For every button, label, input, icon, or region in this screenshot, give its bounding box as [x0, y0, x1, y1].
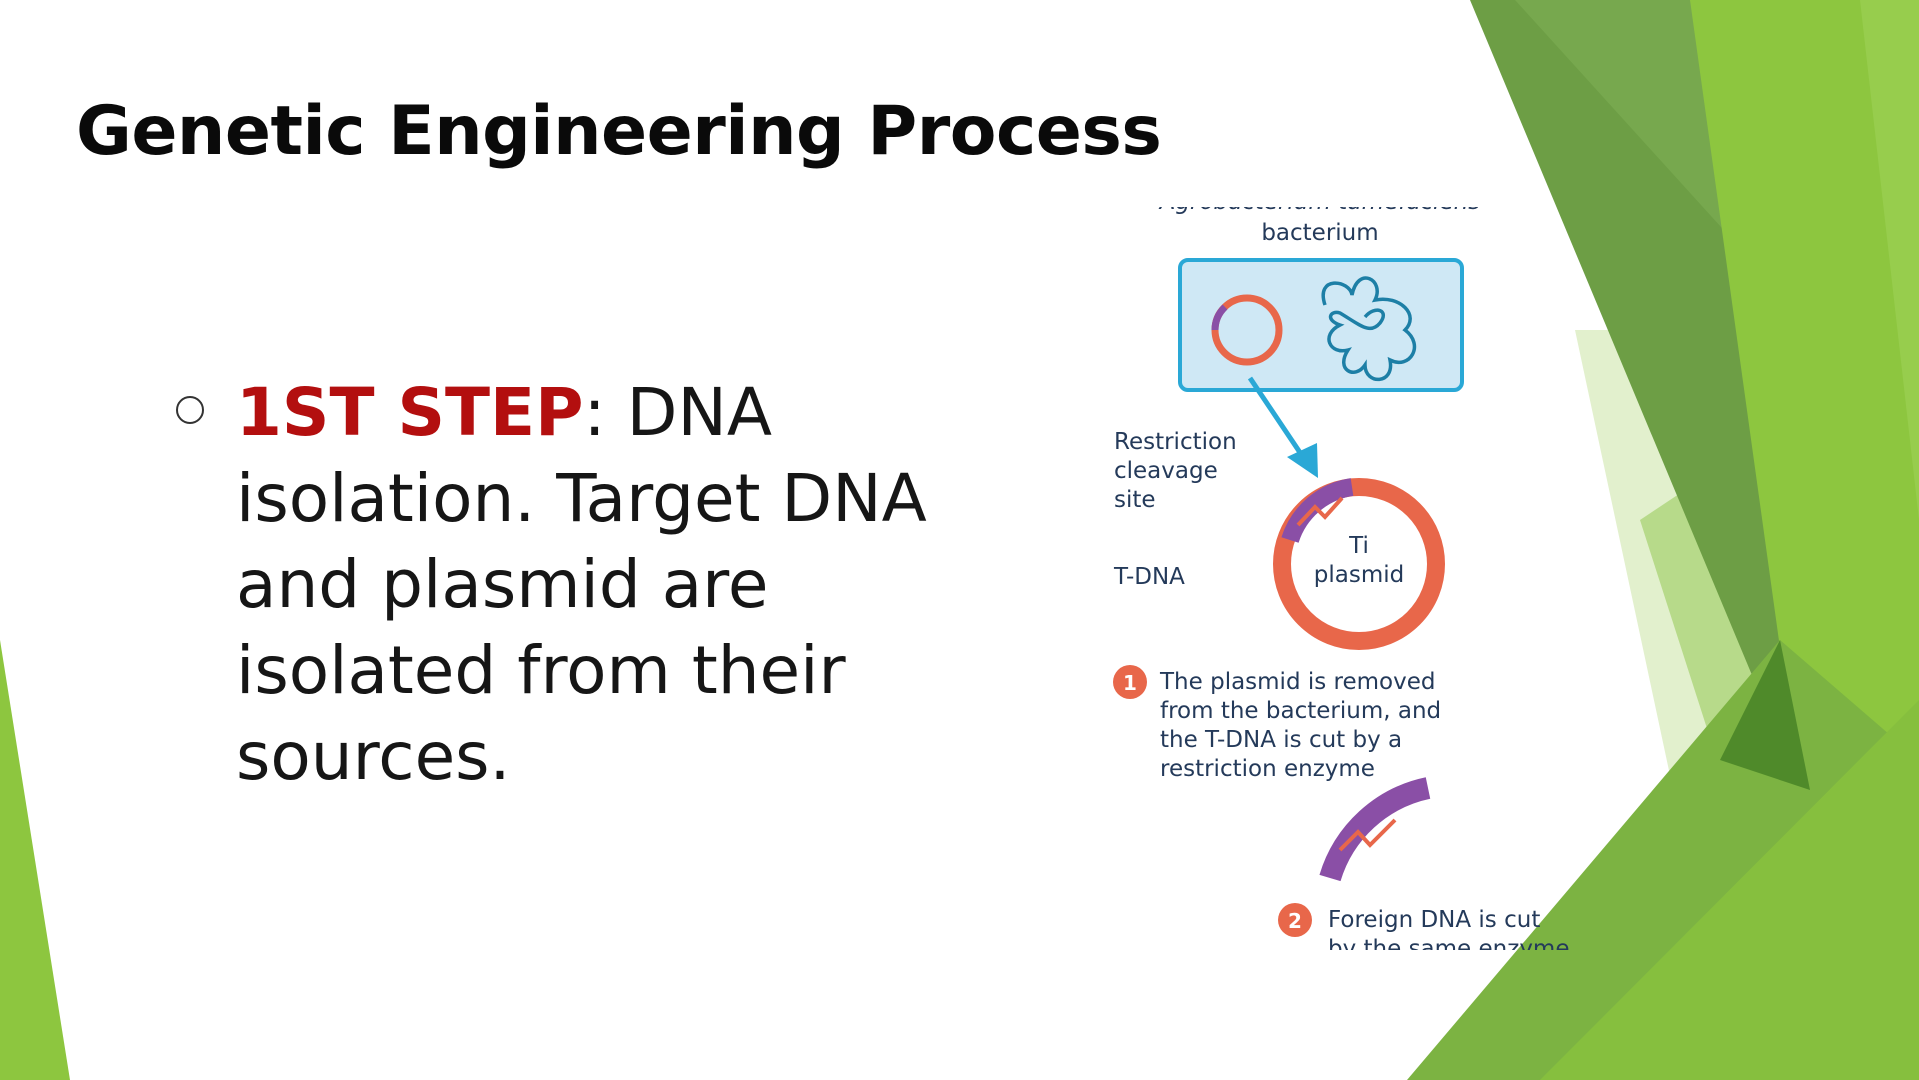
- restriction-site-zigzag: [1296, 496, 1344, 527]
- step2-line1: Foreign DNA is cut: [1328, 907, 1540, 933]
- plasmid-label-line1: Ti: [1348, 533, 1369, 559]
- bottom-light-wedge: [1540, 700, 1919, 1080]
- step-label: 1ST STEP: [236, 374, 584, 451]
- bacterium-cell: [1178, 258, 1464, 392]
- step2-line2: by the same enzyme: [1328, 936, 1570, 950]
- ti-plasmid-ring: [1273, 478, 1445, 650]
- chromosomal-dna-icon: [1321, 276, 1417, 382]
- bottom-dark-wedge: [1720, 640, 1810, 790]
- left-green-stripe: [0, 640, 70, 1080]
- organism-label: Agrobacterium tumefaciens: [1158, 195, 1481, 215]
- step2-number-badge: [1278, 903, 1312, 937]
- bullet-list: 1ST STEP: DNA isolation. Target DNA and …: [176, 370, 996, 800]
- plasmid-small-tdna: [1211, 304, 1228, 331]
- restriction-label-line1: Restriction: [1114, 429, 1237, 455]
- step1-number-badge: [1113, 665, 1147, 699]
- plasmid-small-ring: [1211, 294, 1283, 366]
- right-mid-band: [1860, 0, 1919, 520]
- step1-line3: the T-DNA is cut by a: [1160, 727, 1402, 753]
- step1-number: 1: [1123, 671, 1137, 695]
- arrow-head-icon: [1287, 443, 1318, 478]
- step1-line4: restriction enzyme: [1160, 756, 1375, 782]
- foreign-dna-zigzag: [1338, 818, 1397, 852]
- step1-line2: from the bacterium, and: [1160, 698, 1441, 724]
- step-text: : DNA isolation. Target DNA and plasmid …: [236, 374, 927, 795]
- circle-bullet-icon: [176, 396, 204, 424]
- arrow-line: [1247, 376, 1308, 462]
- slide-title: Genetic Engineering Process: [76, 92, 1162, 171]
- step1-line1: The plasmid is removed: [1159, 669, 1435, 695]
- tdna-label: T-DNA: [1113, 564, 1185, 590]
- plasmid-label-line2: plasmid: [1314, 562, 1404, 588]
- restriction-label-line2: cleavage: [1114, 458, 1218, 484]
- tdna-segment: [1281, 478, 1354, 544]
- restriction-label-line3: site: [1114, 487, 1156, 513]
- foreign-dna-fragment: [1319, 777, 1431, 882]
- ti-plasmid-diagram: Agrobacterium tumefaciens bacterium Rest…: [1113, 195, 1570, 950]
- right-top-band: [1515, 0, 1760, 270]
- step2-number: 2: [1288, 909, 1302, 933]
- bacterium-label: bacterium: [1261, 220, 1378, 246]
- bullet-item: 1ST STEP: DNA isolation. Target DNA and …: [176, 370, 996, 800]
